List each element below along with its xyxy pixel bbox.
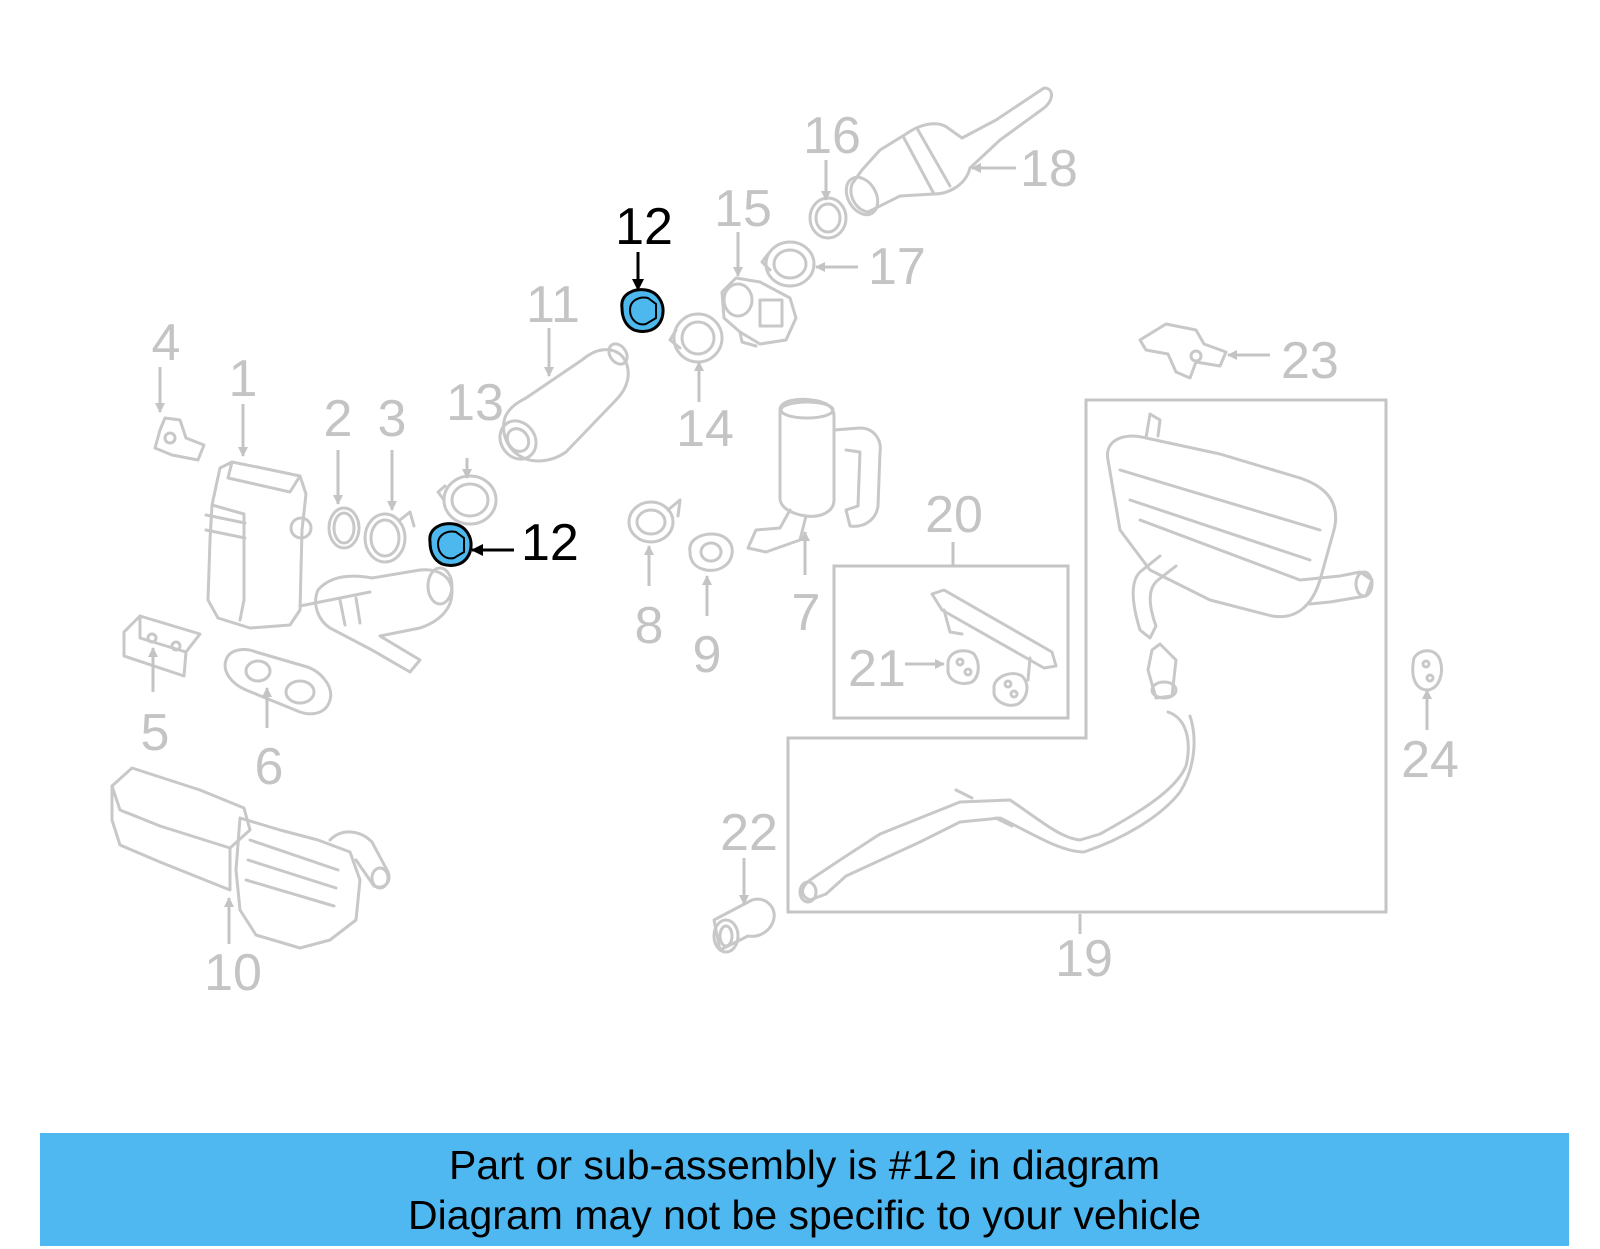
part-3-clamp	[363, 510, 416, 564]
part-12-gasket-upper	[620, 288, 665, 333]
callout-20: 20	[925, 486, 983, 544]
callout-11: 11	[526, 276, 580, 334]
callout-10: 10	[204, 944, 262, 1002]
callout-1: 1	[229, 350, 258, 408]
callout-6: 6	[255, 738, 284, 796]
part-21-rubber-mounts	[946, 649, 1029, 707]
part-11-dpf	[498, 342, 630, 463]
callout-15: 15	[714, 180, 772, 238]
banner-line-part-number: Part or sub-assembly is #12 in diagram	[449, 1141, 1160, 1188]
part-6-flange-gasket	[223, 648, 333, 716]
part-12-gasket-lower	[428, 522, 473, 567]
callout-22: 22	[720, 804, 778, 862]
part-24-rubber-mount	[1411, 649, 1443, 692]
part-10-egr-cooler	[110, 766, 391, 950]
part-13-clamp	[436, 474, 498, 526]
assembly-19-outline	[786, 398, 1388, 914]
callout-8: 8	[635, 597, 664, 655]
part-14-clamp	[668, 312, 724, 364]
part-15-egr-valve	[720, 276, 798, 348]
part-19-rear-muffler-assembly	[798, 412, 1374, 904]
part-9-gasket	[688, 532, 734, 572]
part-8-clamp	[627, 498, 682, 544]
callout-17: 17	[868, 238, 926, 296]
banner-line-disclaimer: Diagram may not be specific to your vehi…	[407, 1191, 1201, 1238]
callout-16: 16	[803, 107, 861, 165]
part-22-clamp	[712, 897, 776, 954]
callout-19: 19	[1055, 930, 1113, 988]
callout-24: 24	[1401, 731, 1459, 789]
callout-3: 3	[378, 390, 407, 448]
part-23-hanger	[1138, 322, 1228, 380]
info-banner: Part or sub-assembly is #12 in diagram D…	[40, 1133, 1569, 1246]
callout-9: 9	[693, 626, 722, 684]
part-16-ring	[808, 196, 848, 240]
callout-7: 7	[792, 584, 821, 642]
callout-12-lower: 12	[521, 514, 579, 572]
leader-lines	[148, 160, 1432, 944]
part-20-hanger-bracket	[930, 588, 1058, 682]
callout-23: 23	[1281, 332, 1339, 390]
callout-18: 18	[1020, 140, 1078, 198]
part-17-clamp	[760, 240, 816, 288]
callout-12-upper: 12	[615, 198, 673, 256]
callout-14: 14	[676, 400, 734, 458]
callout-5: 5	[141, 704, 170, 762]
part-7-intermediate-pipe	[746, 397, 882, 554]
callout-2: 2	[324, 390, 353, 448]
part-4-bracket	[153, 416, 206, 462]
part-downpipe	[314, 566, 454, 674]
assembly-20-outline	[832, 564, 1070, 720]
part-1-converter	[204, 460, 372, 630]
part-5-mount	[122, 614, 202, 678]
part-2-ring	[327, 506, 361, 550]
callout-13: 13	[446, 374, 504, 432]
callout-4: 4	[152, 314, 181, 372]
part-18-front-pipe	[844, 86, 1053, 217]
callout-21: 21	[848, 640, 906, 698]
